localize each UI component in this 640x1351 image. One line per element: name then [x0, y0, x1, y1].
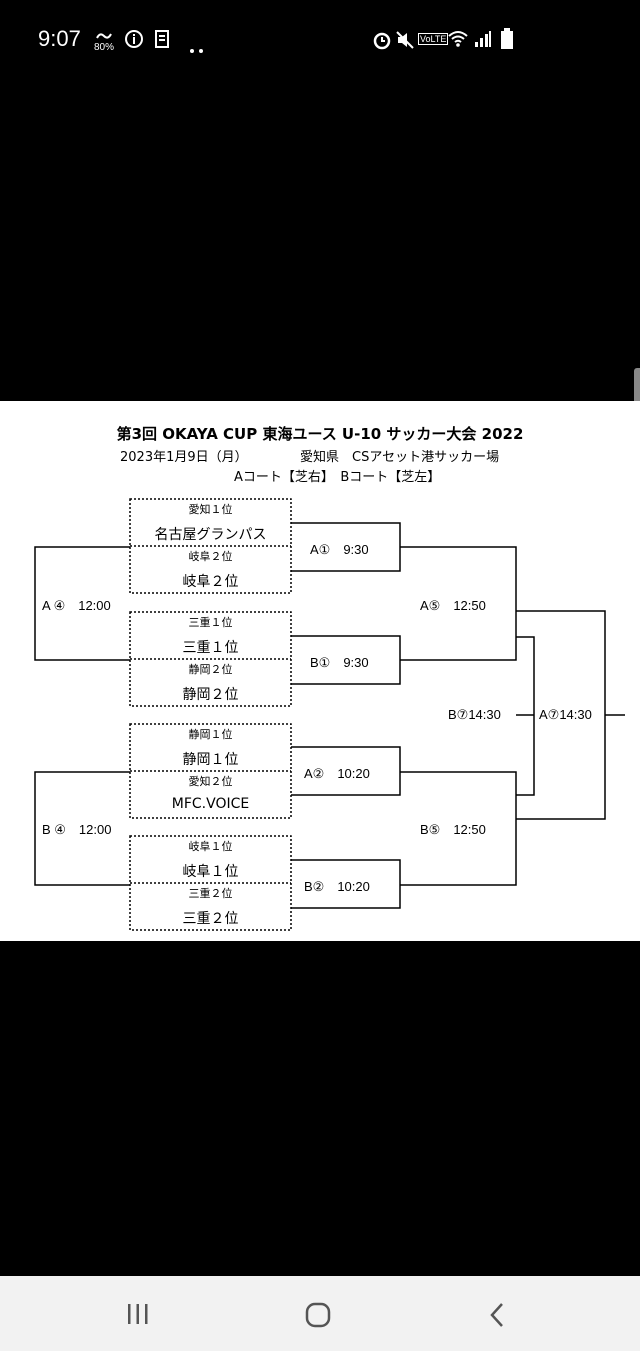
slot-seed-label: 静岡１位: [188, 728, 233, 741]
back-button[interactable]: [488, 1302, 506, 1332]
slot-team-name: 三重１位: [182, 640, 239, 656]
match-a7-label: A⑦14:30: [537, 707, 594, 723]
status-bar: 9:07 80% VoLTE: [0, 0, 640, 80]
match-b5-label: B⑤ 12:50: [418, 819, 488, 838]
match-b2-label: B② 10:20: [302, 876, 372, 895]
match-b1-label: B① 9:30: [308, 652, 371, 671]
slot-team-name: 静岡１位: [182, 752, 239, 768]
back-icon: [490, 1303, 503, 1327]
alarm-icon: [372, 30, 392, 54]
match-a1-label: A① 9:30: [308, 539, 371, 558]
slot-team-name: 静岡２位: [182, 687, 239, 703]
slot-team-name: 岐阜２位: [182, 574, 239, 590]
recent-apps-icon: [128, 1304, 148, 1324]
match-b7-label: B⑦14:30: [446, 707, 503, 723]
slot-seed-label: 岐阜２位: [188, 550, 233, 563]
slot-seed-label: 静岡２位: [188, 663, 233, 676]
team-slot-6: 愛知２位 MFC.VOICE: [130, 771, 291, 818]
info-icon: [124, 29, 144, 53]
slot-seed-label: 岐阜１位: [188, 840, 233, 853]
bracket-date: 2023年1月9日（月）: [120, 450, 248, 465]
bracket-title: 第3回 OKAYA CUP 東海ユース U-10 サッカー大会 2022: [116, 425, 524, 443]
slot-seed-label: 愛知１位: [188, 503, 233, 516]
match-b4-label: B ④ 12:00: [40, 819, 114, 838]
match-a5-label: A⑤ 12:50: [418, 595, 488, 614]
bracket-lines: [34, 498, 625, 931]
match-a4-label: A ④ 12:00: [40, 595, 113, 614]
data-percent: 80%: [94, 42, 115, 53]
bracket-courts: Aコート【芝右】 Bコート【芝左】: [234, 470, 441, 485]
match-a2-label: A② 10:20: [302, 763, 372, 782]
team-slot-1: 愛知１位 名古屋グランパス: [130, 499, 291, 546]
team-slot-8: 三重２位 三重２位: [130, 883, 291, 930]
sim-card-icon: [155, 30, 169, 52]
team-slot-3: 三重１位 三重１位: [130, 612, 291, 659]
navigation-bar: [0, 1276, 640, 1351]
data-usage-icon: [95, 27, 113, 46]
signal-icon: [474, 30, 492, 52]
mute-icon: [395, 30, 415, 54]
team-slot-2: 岐阜２位 岐阜２位: [130, 546, 291, 593]
more-notifications-icon: [190, 38, 204, 57]
team-slot-7: 岐阜１位 岐阜１位: [130, 836, 291, 883]
clock: 9:07: [38, 26, 81, 51]
bracket-venue: 愛知県 CSアセット港サッカー場: [300, 450, 500, 465]
tournament-bracket-image: 第3回 OKAYA CUP 東海ユース U-10 サッカー大会 2022 202…: [0, 401, 640, 941]
slot-team-name: MFC.VOICE: [171, 796, 250, 812]
home-button[interactable]: [305, 1302, 331, 1332]
home-icon: [305, 1302, 331, 1328]
slot-seed-label: 三重１位: [188, 616, 233, 629]
slot-seed-label: 三重２位: [188, 887, 233, 900]
volte-icon: VoLTE: [418, 33, 449, 45]
slot-team-name: 岐阜１位: [182, 864, 239, 880]
team-slot-4: 静岡２位 静岡２位: [130, 659, 291, 706]
slot-team-name: 名古屋グランパス: [154, 527, 267, 543]
battery-icon: [500, 28, 514, 54]
recent-apps-button[interactable]: [126, 1303, 150, 1329]
wifi-icon: [447, 30, 469, 52]
team-slot-5: 静岡１位 静岡１位: [130, 724, 291, 771]
slot-seed-label: 愛知２位: [188, 775, 233, 788]
slot-team-name: 三重２位: [182, 911, 239, 927]
